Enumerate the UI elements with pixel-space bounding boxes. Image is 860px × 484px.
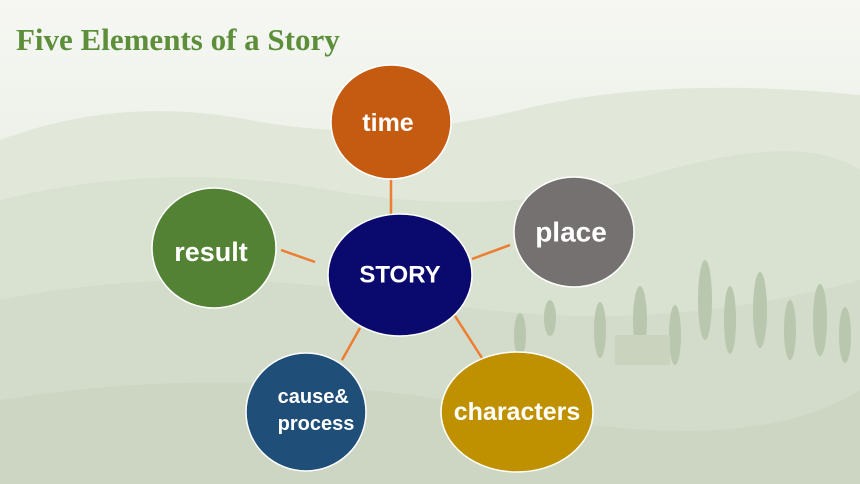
node-cause-process-label-line1: cause& bbox=[278, 386, 349, 408]
connector-cause-process bbox=[340, 327, 362, 361]
node-cause-process: cause& process bbox=[245, 352, 367, 472]
node-characters: characters bbox=[440, 351, 594, 473]
node-place-circle bbox=[513, 176, 635, 288]
node-cause-process-label-line2: process bbox=[278, 413, 355, 435]
connector-place bbox=[471, 243, 511, 261]
node-cause-process-label: cause& process bbox=[278, 386, 355, 435]
slide-title: Five Elements of a Story bbox=[16, 22, 340, 57]
connector-result bbox=[280, 248, 316, 264]
node-place: place bbox=[513, 176, 635, 288]
node-time: time bbox=[330, 64, 452, 180]
node-story-label: STORY bbox=[359, 262, 440, 289]
connectors bbox=[280, 180, 511, 361]
farmhouse bbox=[615, 335, 670, 365]
node-result-label: result bbox=[174, 237, 248, 267]
node-time-circle bbox=[330, 64, 452, 180]
connector-characters bbox=[453, 315, 484, 359]
node-characters-circle bbox=[440, 351, 594, 473]
node-place-label: place bbox=[535, 217, 607, 248]
node-time-label: time bbox=[362, 109, 414, 137]
node-cause-process-circle bbox=[245, 352, 367, 472]
node-story-center: STORY bbox=[327, 213, 473, 337]
node-characters-label: characters bbox=[454, 398, 580, 426]
node-result: result bbox=[151, 187, 277, 309]
node-story-circle bbox=[327, 213, 473, 337]
node-result-circle bbox=[151, 187, 277, 309]
